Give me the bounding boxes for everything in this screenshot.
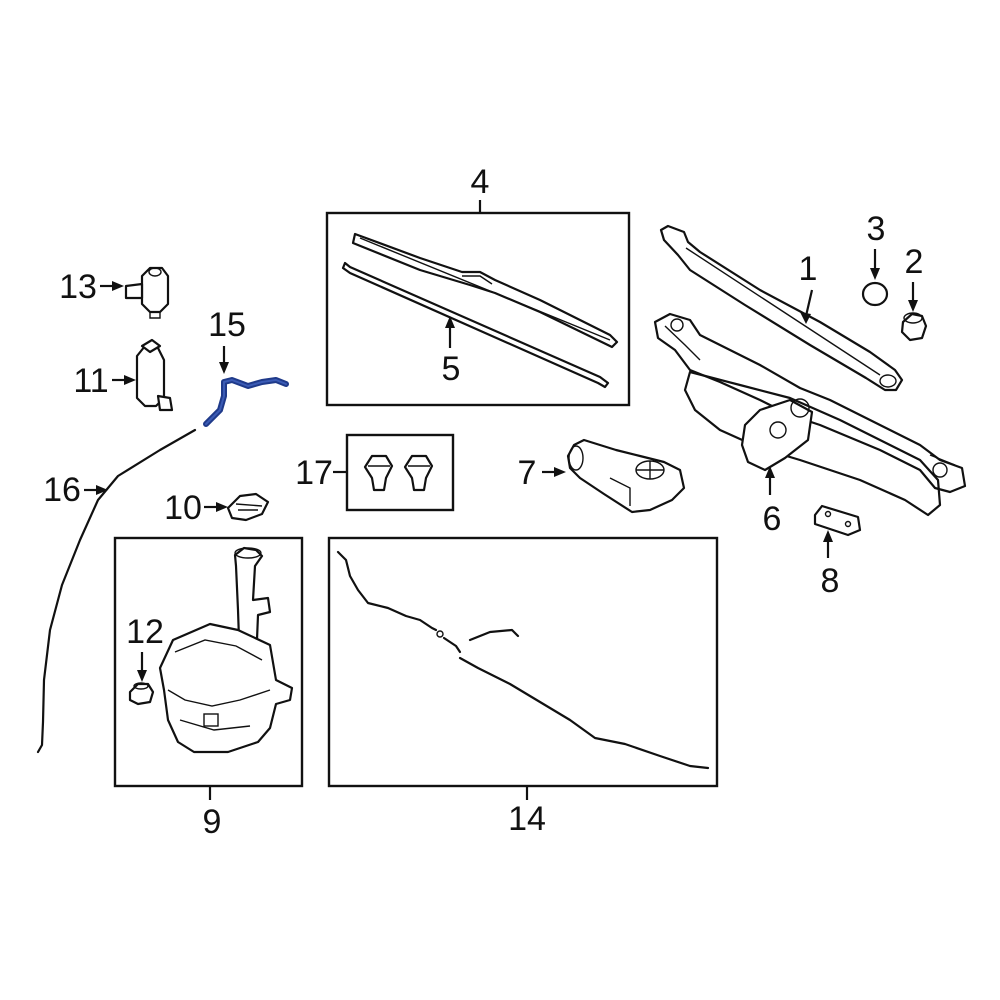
washer-hose-highlighted-part[interactable] [203, 377, 289, 427]
callout-3: 3 [867, 210, 886, 248]
washer-pump-part-13[interactable] [124, 266, 170, 319]
wiper-arm-part[interactable] [659, 224, 904, 392]
callout-12: 12 [126, 613, 164, 651]
callout-5: 5 [442, 350, 461, 388]
wiper-arm-nut-part[interactable] [900, 312, 928, 342]
arrows [84, 200, 918, 800]
wiper-blade-part[interactable] [351, 232, 619, 349]
callout-1: 1 [799, 250, 818, 288]
callout-15: 15 [208, 306, 246, 344]
clip-part-left[interactable] [363, 454, 394, 492]
wiper-arm-cap-part[interactable] [861, 281, 889, 307]
wiper-linkage-part[interactable] [653, 312, 967, 517]
callout-13: 13 [59, 268, 97, 306]
callout-6: 6 [763, 500, 782, 538]
grommet-part[interactable] [128, 682, 155, 706]
washer-hose-part-16[interactable] [36, 428, 197, 754]
callout-14: 14 [508, 800, 546, 838]
mounting-bracket-part[interactable] [813, 504, 862, 537]
clip-part-right[interactable] [403, 454, 434, 492]
callout-17: 17 [295, 454, 333, 492]
box-clip-group [345, 433, 455, 512]
washer-reservoir-part[interactable] [158, 546, 294, 754]
callout-4: 4 [471, 163, 490, 201]
wiper-motor-part[interactable] [566, 438, 686, 514]
wiper-blade-refill-part[interactable] [341, 261, 610, 389]
filter-part[interactable] [226, 492, 270, 522]
callout-11: 11 [73, 362, 108, 400]
box-hose-group [327, 536, 719, 788]
callout-9: 9 [203, 803, 222, 841]
callout-2: 2 [905, 243, 924, 281]
box-wiper-blade-group [325, 211, 631, 407]
washer-hose-assembly-part[interactable] [336, 550, 710, 770]
callout-8: 8 [821, 562, 840, 600]
callout-7: 7 [518, 454, 537, 492]
box-reservoir-group [113, 536, 304, 788]
callout-10: 10 [164, 489, 202, 527]
callout-16: 16 [43, 471, 81, 509]
washer-pump-part-11[interactable] [135, 338, 174, 412]
